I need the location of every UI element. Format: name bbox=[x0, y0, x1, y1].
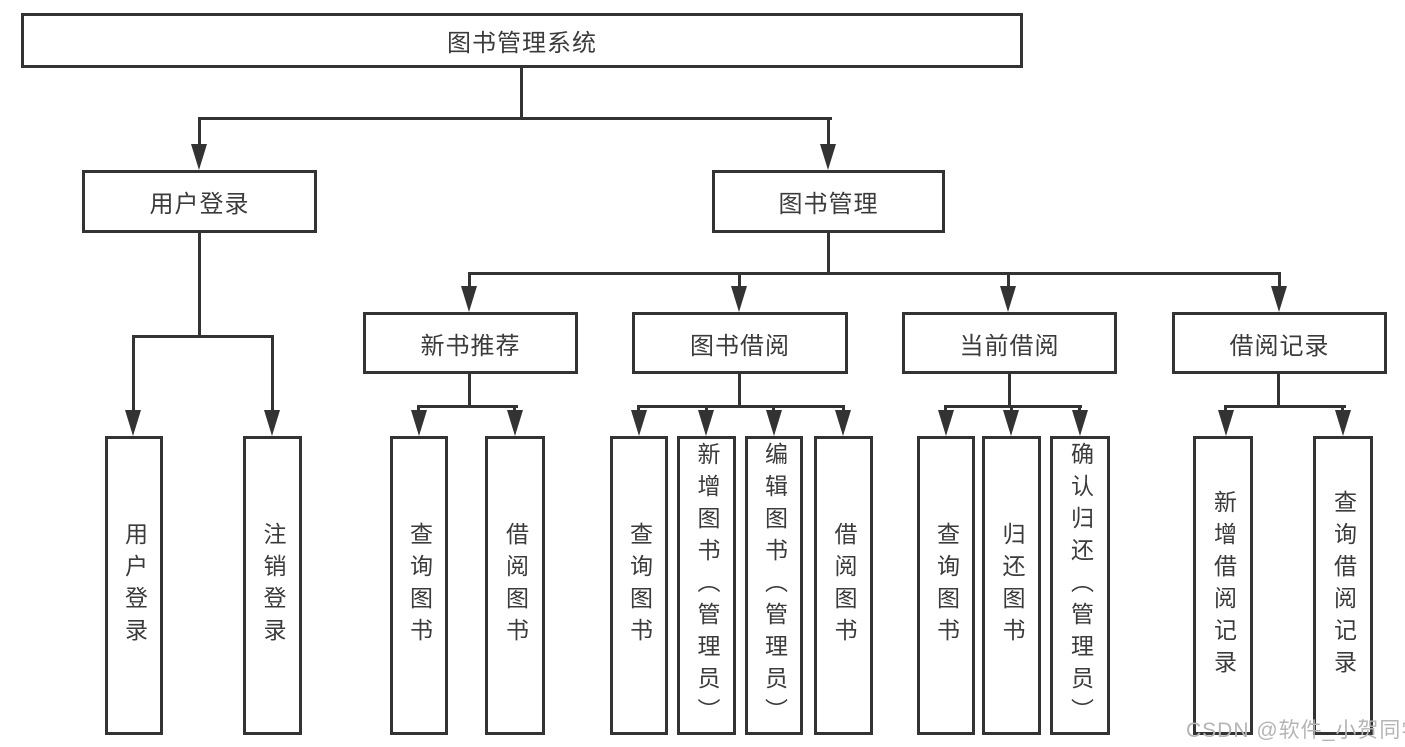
leaf-add-book-admin-label: 新增图书（管理员） bbox=[694, 441, 720, 730]
leaf-current-query-books-label: 查询图书 bbox=[933, 521, 960, 650]
connector-records-bar bbox=[1224, 405, 1346, 408]
connector-stub bbox=[1078, 405, 1081, 412]
connector-to-book-borrow bbox=[738, 272, 741, 288]
node-book-borrow-label: 图书借阅 bbox=[690, 332, 790, 360]
connector-stub bbox=[842, 405, 845, 412]
connector-records-drop bbox=[1277, 374, 1280, 405]
arrowhead-down-icon bbox=[698, 410, 714, 436]
connector-to-user-login bbox=[198, 117, 201, 147]
arrowhead-down-icon bbox=[125, 410, 141, 436]
connector-new-rec-bar bbox=[417, 405, 518, 408]
arrowhead-down-icon bbox=[1003, 410, 1019, 436]
node-system: 图书管理系统 bbox=[21, 13, 1023, 68]
arrowhead-down-icon bbox=[191, 144, 207, 170]
connector-stub bbox=[417, 405, 420, 412]
connector-to-book-mgmt bbox=[827, 117, 830, 147]
arrowhead-down-icon bbox=[820, 144, 836, 170]
connector-user-login-drop bbox=[198, 233, 201, 335]
leaf-current-query-books: 查询图书 bbox=[917, 436, 975, 735]
node-user-login: 用户登录 bbox=[82, 170, 317, 233]
leaf-confirm-return-admin: 确认归还（管理员） bbox=[1050, 436, 1110, 735]
node-user-login-label: 用户登录 bbox=[149, 191, 250, 218]
leaf-borrow-query-books: 查询图书 bbox=[610, 436, 668, 735]
leaf-add-book-admin: 新增图书（管理员） bbox=[677, 436, 736, 735]
connector-new-rec-drop bbox=[468, 374, 471, 405]
leaf-borrow-borrow-books-label: 借阅图书 bbox=[831, 521, 857, 650]
connector-to-new-book-rec bbox=[468, 272, 471, 288]
node-system-label: 图书管理系统 bbox=[447, 30, 597, 57]
node-borrow-records: 借阅记录 bbox=[1172, 312, 1387, 374]
connector-stub bbox=[944, 405, 947, 412]
connector-current-bar bbox=[944, 405, 1082, 408]
connector-book-borrow-drop bbox=[738, 374, 741, 405]
leaf-query-borrow-record: 查询借阅记录 bbox=[1313, 436, 1373, 735]
arrowhead-down-icon bbox=[766, 410, 782, 436]
leaf-rec-borrow-books: 借阅图书 bbox=[485, 436, 545, 735]
leaf-logout: 注销登录 bbox=[243, 436, 302, 735]
csdn-watermark: CSDN @软件_小贺同学 bbox=[1186, 719, 1405, 742]
leaf-rec-borrow-books-label: 借阅图书 bbox=[502, 521, 529, 650]
connector-stub bbox=[1341, 405, 1344, 412]
arrowhead-down-icon bbox=[1335, 410, 1351, 436]
node-current-borrow: 当前借阅 bbox=[902, 312, 1117, 374]
leaf-edit-book-admin: 编辑图书（管理员） bbox=[745, 436, 803, 735]
connector-root-bar bbox=[198, 117, 832, 120]
node-current-borrow-label: 当前借阅 bbox=[959, 332, 1060, 360]
leaf-query-borrow-record-label: 查询借阅记录 bbox=[1330, 489, 1357, 682]
node-book-management-label: 图书管理 bbox=[778, 191, 879, 218]
leaf-borrow-borrow-books: 借阅图书 bbox=[814, 436, 873, 735]
connector-to-leaf-logout bbox=[271, 335, 274, 412]
leaf-user-login: 用户登录 bbox=[105, 436, 163, 735]
leaf-return-book-label: 归还图书 bbox=[999, 521, 1025, 650]
node-book-borrow: 图书借阅 bbox=[632, 312, 848, 374]
connector-to-current-borrow bbox=[1007, 272, 1010, 288]
arrowhead-down-icon bbox=[507, 410, 523, 436]
arrowhead-down-icon bbox=[1271, 286, 1287, 312]
arrowhead-down-icon bbox=[461, 286, 477, 312]
leaf-return-book: 归还图书 bbox=[982, 436, 1041, 735]
node-borrow-records-label: 借阅记录 bbox=[1229, 332, 1330, 360]
leaf-borrow-query-books-label: 查询图书 bbox=[626, 521, 653, 650]
connector-book-mgmt-drop bbox=[827, 233, 830, 272]
leaf-add-borrow-record: 新增借阅记录 bbox=[1193, 436, 1253, 735]
connector-root-drop bbox=[520, 68, 523, 117]
leaf-logout-label: 注销登录 bbox=[260, 521, 286, 650]
leaf-rec-query-books: 查询图书 bbox=[390, 436, 448, 735]
arrowhead-down-icon bbox=[731, 286, 747, 312]
arrowhead-down-icon bbox=[835, 410, 851, 436]
leaf-edit-book-admin-label: 编辑图书（管理员） bbox=[761, 441, 788, 730]
connector-current-drop bbox=[1008, 374, 1011, 405]
leaf-user-login-label: 用户登录 bbox=[121, 521, 148, 650]
arrowhead-down-icon bbox=[1218, 410, 1234, 436]
leaf-rec-query-books-label: 查询图书 bbox=[406, 521, 433, 650]
connector-stub bbox=[1224, 405, 1227, 412]
connector-stub bbox=[1010, 405, 1013, 412]
node-new-book-recommend-label: 新书推荐 bbox=[420, 332, 521, 360]
node-book-management: 图书管理 bbox=[712, 170, 945, 233]
connector-book-borrow-bar bbox=[637, 405, 844, 408]
arrowhead-down-icon bbox=[264, 410, 280, 436]
connector-stub bbox=[637, 405, 640, 412]
connector-stub bbox=[705, 405, 708, 412]
arrowhead-down-icon bbox=[631, 410, 647, 436]
arrowhead-down-icon bbox=[411, 410, 427, 436]
connector-stub bbox=[772, 405, 775, 412]
arrowhead-down-icon bbox=[1072, 410, 1088, 436]
connector-stub bbox=[513, 405, 516, 412]
arrowhead-down-icon bbox=[938, 410, 954, 436]
connector-to-borrow-records bbox=[1278, 272, 1281, 288]
connector-book-mgmt-bar bbox=[468, 272, 1281, 275]
leaf-confirm-return-admin-label: 确认归还（管理员） bbox=[1067, 441, 1094, 730]
connector-to-leaf-login bbox=[132, 335, 135, 412]
connector-user-login-bar bbox=[132, 335, 274, 338]
arrowhead-down-icon bbox=[1000, 286, 1016, 312]
node-new-book-recommend: 新书推荐 bbox=[363, 312, 578, 374]
leaf-add-borrow-record-label: 新增借阅记录 bbox=[1210, 489, 1237, 682]
